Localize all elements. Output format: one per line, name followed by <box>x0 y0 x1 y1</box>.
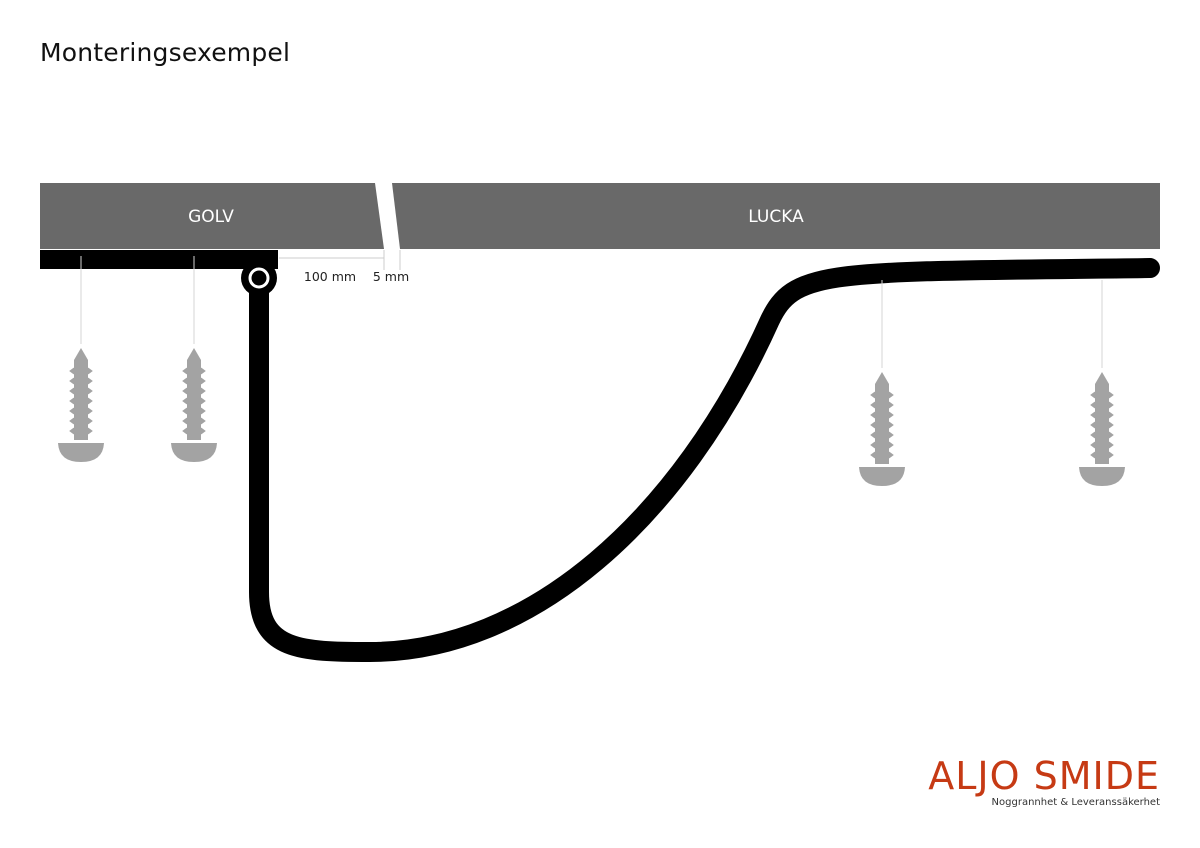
hatch-panel <box>392 183 1160 249</box>
screw-icon <box>858 279 906 487</box>
brand-logo: ALJO SMIDE Noggrannhet & Leveranssäkerhe… <box>928 756 1160 808</box>
page-title: Monteringsexempel <box>40 38 291 67</box>
hinge-pin-icon <box>241 260 277 296</box>
screw-icon <box>1078 279 1126 487</box>
brand-name: ALJO SMIDE <box>928 754 1160 798</box>
hinge-arm <box>249 258 1160 662</box>
hatch-label: LUCKA <box>748 207 804 227</box>
floor-panel <box>40 183 384 249</box>
floor-label: GOLV <box>188 207 234 227</box>
screw-icon <box>170 255 218 463</box>
screw-icon <box>57 255 105 463</box>
gap-100mm-label: 100 mm <box>304 269 356 284</box>
hinge-floor-leaf <box>40 250 278 269</box>
dimension-lines <box>279 250 401 270</box>
gap-5mm-label: 5 mm <box>373 269 409 284</box>
brand-tagline: Noggrannhet & Leveranssäkerhet <box>991 797 1160 808</box>
